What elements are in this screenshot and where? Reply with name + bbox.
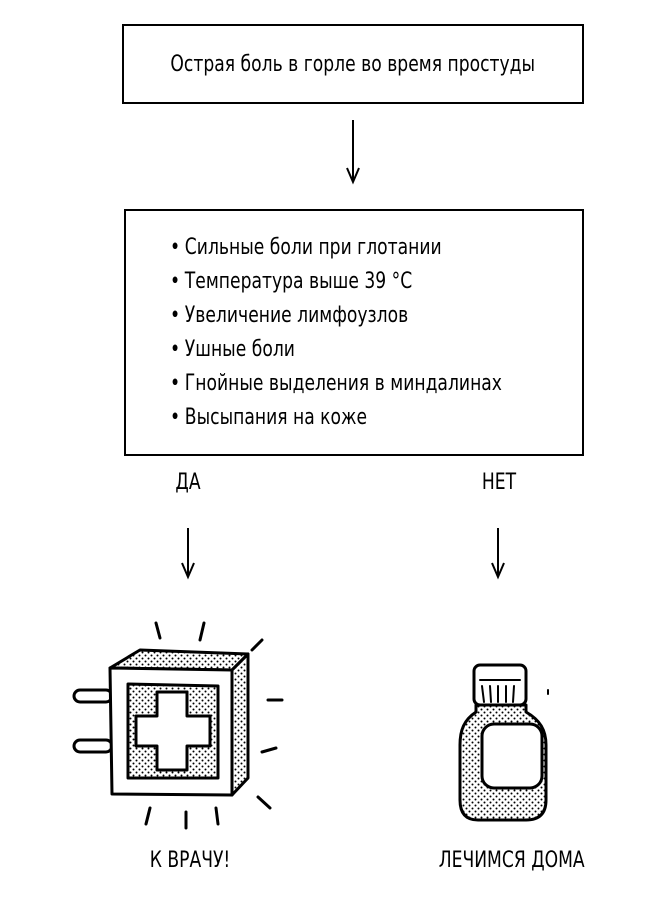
go-to-doctor-label: К ВРАЧУ! — [149, 848, 231, 873]
list-item: •Сильные боли при глотании — [170, 235, 442, 260]
treat-at-home-label: ЛЕЧИМСЯ ДОМА — [438, 848, 585, 873]
list-item: •Высыпания на коже — [170, 405, 368, 430]
arrow-down-icon — [346, 120, 360, 185]
arrow-down-icon — [491, 528, 505, 580]
list-item: •Температура выше 39 °С — [170, 269, 413, 294]
yes-label: ДА — [175, 470, 201, 495]
title-text: Острая боль в горле во время простуды — [170, 51, 536, 77]
symptom-list: •Сильные боли при глотании •Температура … — [170, 231, 596, 435]
first-aid-kit-icon — [72, 621, 284, 830]
list-item: •Увеличение лимфоузлов — [170, 303, 409, 328]
symptoms-box: •Сильные боли при глотании •Температура … — [124, 209, 584, 456]
no-label: НЕТ — [481, 470, 517, 495]
list-item: •Ушные боли — [170, 337, 295, 362]
title-box: Острая боль в горле во время простуды — [122, 24, 584, 104]
list-item: •Гнойные выделения в миндалинах — [170, 371, 502, 396]
medicine-bottle-icon — [458, 663, 549, 822]
arrow-down-icon — [181, 528, 195, 580]
